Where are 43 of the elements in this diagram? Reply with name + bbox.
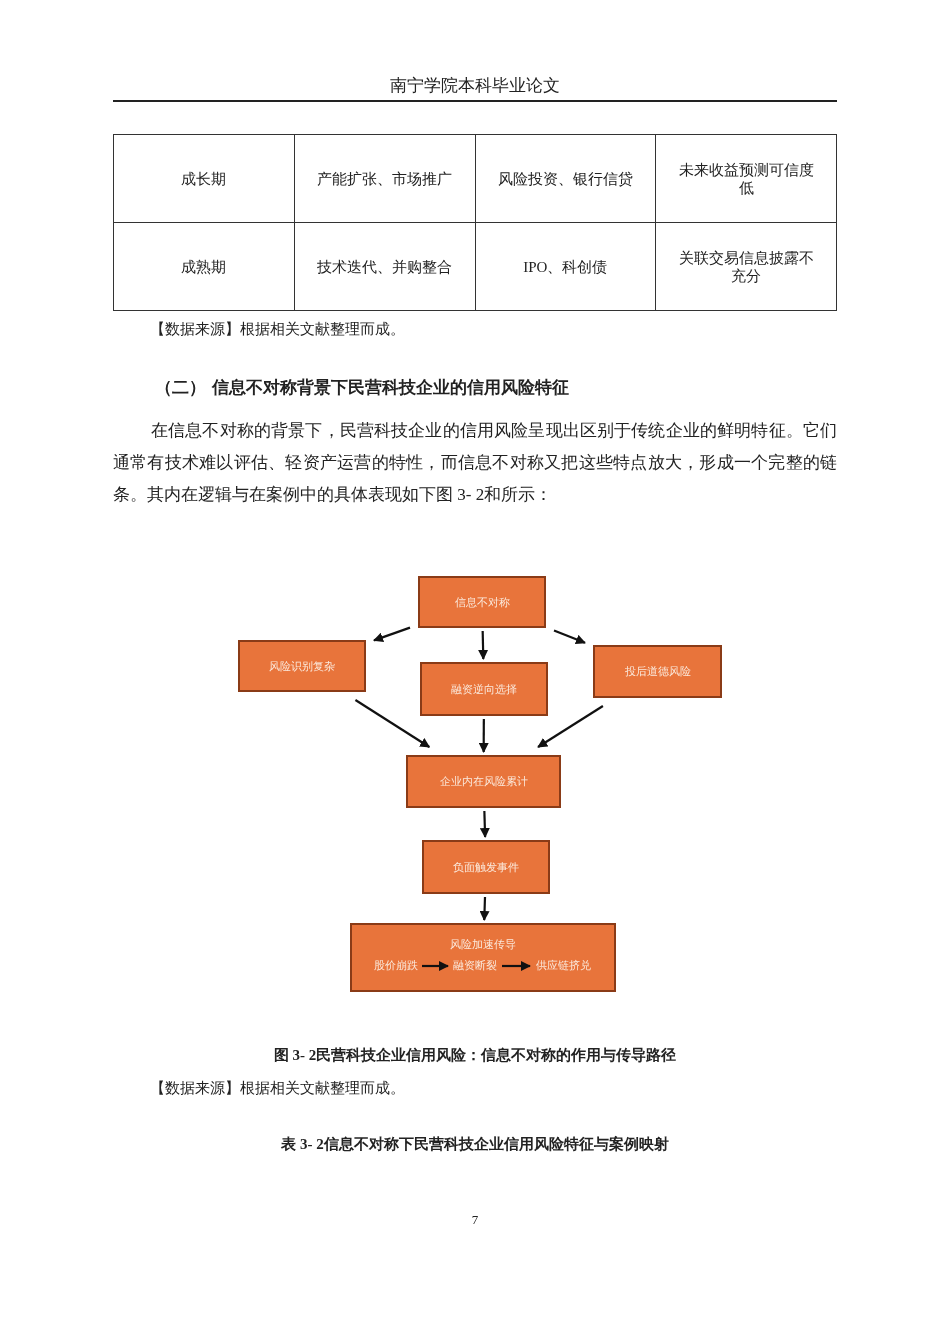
box-label: 风险识别复杂: [269, 658, 335, 674]
page-header: 南宁学院本科毕业论文: [389, 75, 561, 97]
table-caption: 表 3- 2信息不对称下民营科技企业信用风险特征与案例映射: [280, 1135, 670, 1154]
box-label: 负面触发事件: [453, 859, 519, 875]
arrow: [553, 629, 586, 645]
arrow: [422, 961, 449, 971]
arrow: [373, 626, 411, 643]
process-box: [422, 840, 550, 894]
table-cell: 未来收益预测可信度低: [655, 134, 837, 223]
source-note: 【数据来源】根据相关文献整理而成。: [150, 320, 405, 339]
box-label: 企业内在风险累计: [439, 774, 528, 789]
box-heading: 风险加速传导: [449, 937, 517, 952]
box-label: 融资逆向选择: [451, 681, 517, 697]
figure-caption: 图 3- 2民营科技企业信用风险：信息不对称的作用与传导路径: [272, 1046, 678, 1065]
section-heading: （二） 信息不对称背景下民营科技企业的信用风险特征: [155, 376, 569, 399]
arrow: [354, 699, 431, 748]
chain-label: 股价崩跌: [372, 957, 420, 975]
chain-label: 供应链挤兑: [532, 957, 594, 975]
arrow: [478, 630, 489, 660]
table-cell: 技术迭代、并购整合: [294, 222, 475, 311]
table-cell: 成长期: [113, 134, 295, 223]
process-box: [418, 576, 546, 628]
process-box: [593, 645, 722, 698]
arrow: [537, 705, 604, 748]
process-box: [238, 640, 366, 692]
table-cell: IPO、科创债: [475, 222, 656, 311]
table-cell: 成熟期: [113, 222, 295, 311]
body-paragraph: 在信息不对称的背景下，民营科技企业的信用风险呈现出区别于传统企业的鲜明特征。它们通常有技术难以评估、轻资产运营的特性，而信息不对称又把这些特点放大，形成一个完整的链条。其内在逻辑与在案例中的具体表现如下图 3- 2和所示：: [113, 420, 837, 506]
table-cell: 风险投资、银行信贷: [475, 134, 656, 223]
table-cell: 产能扩张、市场推广: [294, 134, 475, 223]
process-box: [406, 755, 561, 808]
chain-label: 融资断裂: [450, 957, 500, 975]
page-number: 7: [470, 1212, 480, 1228]
arrow: [479, 896, 490, 921]
process-box: [350, 923, 616, 992]
arrow: [479, 810, 490, 838]
table-cell: 关联交易信息披露不充分: [655, 222, 837, 311]
box-label: 投后道德风险: [624, 664, 691, 679]
arrow: [478, 719, 489, 753]
arrow: [502, 961, 531, 971]
box-label: 信息不对称: [454, 594, 510, 610]
process-box: [420, 662, 548, 716]
source-note: 【数据来源】根据相关文献整理而成。: [150, 1079, 405, 1098]
